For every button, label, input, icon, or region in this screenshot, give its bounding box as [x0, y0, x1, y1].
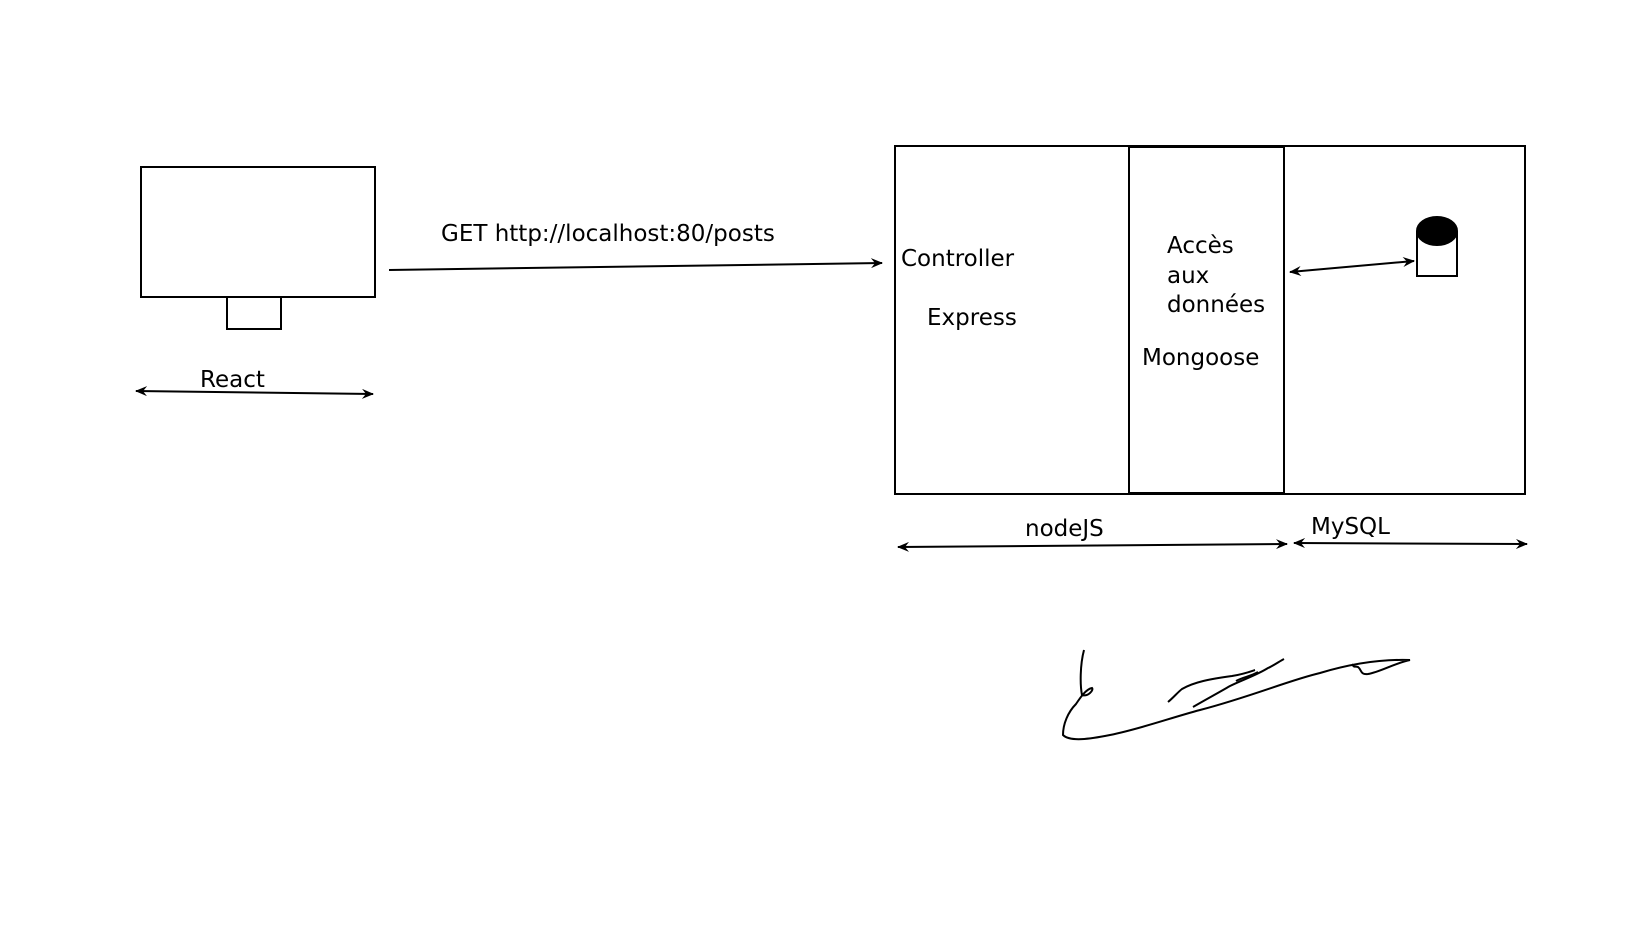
express-label: Express: [927, 305, 1017, 331]
nodejs-label: nodeJS: [1025, 516, 1104, 542]
controller-label: Controller: [901, 246, 1015, 272]
db-connection-arrow: [1289, 256, 1415, 277]
data-access-line-2: aux: [1167, 263, 1209, 289]
data-access-box: [1128, 146, 1285, 494]
monitor-stand: [226, 296, 282, 330]
mysql-label: MySQL: [1311, 514, 1390, 540]
data-access-label: Accès aux données: [1167, 233, 1265, 318]
react-label: React: [200, 367, 265, 393]
handwritten-signature: [1061, 649, 1411, 741]
data-access-line-3: données: [1167, 292, 1265, 318]
request-label: GET http://localhost:80/posts: [441, 221, 775, 247]
nodejs-span-arrow: [897, 539, 1288, 552]
react-span-arrow: [135, 386, 374, 399]
mysql-span-arrow: [1293, 538, 1528, 549]
database-icon: [1416, 216, 1458, 277]
mongoose-label: Mongoose: [1142, 345, 1259, 371]
request-arrow: [388, 258, 883, 271]
monitor-screen: [140, 166, 376, 298]
monitor-icon: [140, 166, 376, 330]
data-access-line-1: Accès: [1167, 233, 1234, 259]
